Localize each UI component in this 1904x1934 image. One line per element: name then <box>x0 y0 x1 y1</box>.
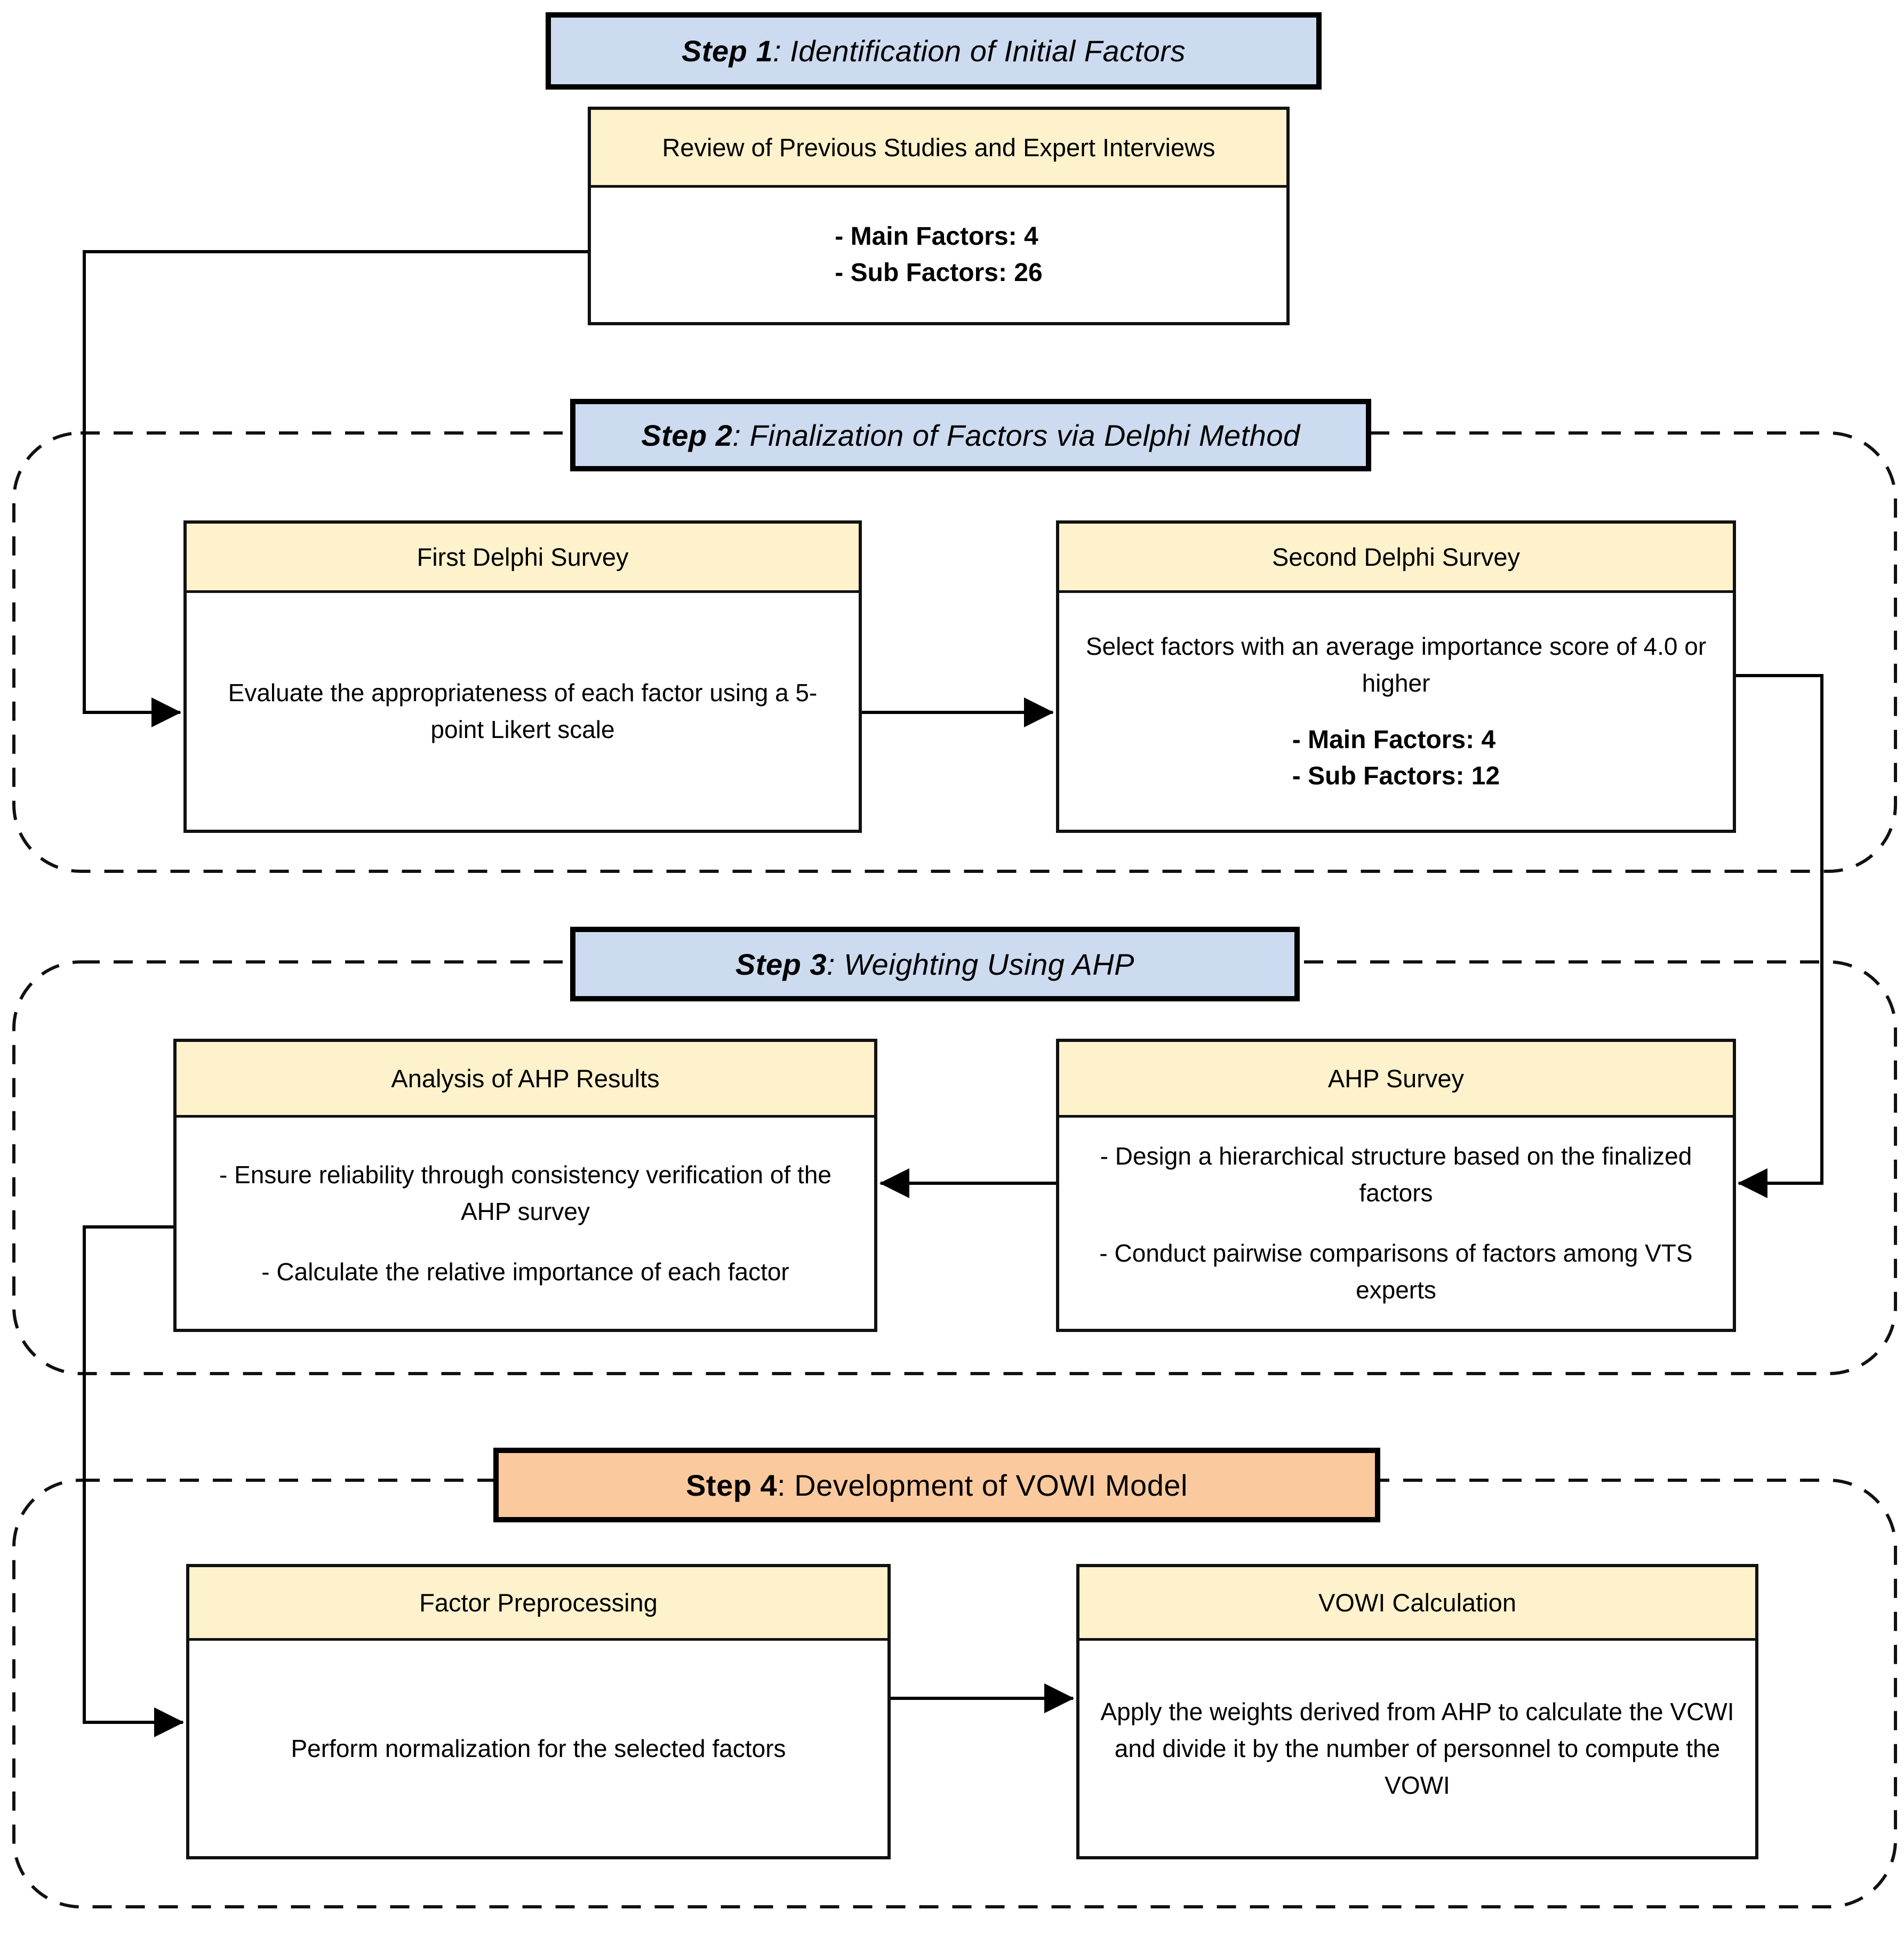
step1-title-text: : Identification of Initial Factors <box>773 34 1186 68</box>
vowi-calculation-text: Apply the weights derived from AHP to ca… <box>1100 1697 1734 1799</box>
step3-title: Step 3: Weighting Using AHP <box>570 927 1300 1001</box>
step4-title-text: : Development of VOWI Model <box>777 1468 1188 1502</box>
first-delphi-text: Evaluate the appropriateness of each fac… <box>228 679 818 743</box>
factor-preprocessing-box: Factor Preprocessing Perform normalizati… <box>186 1564 891 1859</box>
connector-analysis-to-factor-preprocessing <box>83 1225 184 1737</box>
connector-second-delphi-to-ahp-survey <box>1735 674 1823 1198</box>
first-delphi-body: Evaluate the appropriateness of each fac… <box>187 593 859 830</box>
ahp-survey-bullet-1: - Design a hierarchical structure based … <box>1100 1142 1692 1207</box>
step4-title: Step 4: Development of VOWI Model <box>493 1448 1380 1522</box>
vowi-calculation-body: Apply the weights derived from AHP to ca… <box>1079 1641 1755 1856</box>
analysis-ahp-results-header: Analysis of AHP Results <box>177 1042 874 1118</box>
second-delphi-fact-sub: - Sub Factors: 12 <box>1292 762 1500 790</box>
step1-title: Step 1: Identification of Initial Factor… <box>546 12 1322 90</box>
step3-title-text: : Weighting Using AHP <box>827 947 1135 981</box>
analysis-ahp-results-body: - Ensure reliability through consistency… <box>177 1118 874 1329</box>
factor-preprocessing-text: Perform normalization for the selected f… <box>291 1734 786 1762</box>
vowi-calculation-header: VOWI Calculation <box>1079 1567 1755 1641</box>
analysis-bullet-1: - Ensure reliability through consistency… <box>219 1160 831 1225</box>
step2-title: Step 2: Finalization of Factors via Delp… <box>570 399 1371 471</box>
second-delphi-fact-main: - Main Factors: 4 <box>1292 726 1496 754</box>
review-box-header: Review of Previous Studies and Expert In… <box>591 110 1286 188</box>
ahp-survey-bullet-2: - Conduct pairwise comparisons of factor… <box>1099 1239 1693 1304</box>
step2-label: Step 2 <box>641 418 733 452</box>
ahp-survey-body: - Design a hierarchical structure based … <box>1059 1118 1733 1329</box>
step2-title-text: : Finalization of Factors via Delphi Met… <box>732 418 1300 452</box>
connector-review-to-first-delphi <box>83 250 588 727</box>
review-box: Review of Previous Studies and Expert In… <box>588 107 1290 325</box>
factor-preprocessing-header: Factor Preprocessing <box>189 1567 887 1641</box>
review-fact-sub: - Sub Factors: 26 <box>835 259 1043 287</box>
factor-preprocessing-body: Perform normalization for the selected f… <box>189 1641 887 1856</box>
second-delphi-header: Second Delphi Survey <box>1059 524 1733 593</box>
first-delphi-header: First Delphi Survey <box>187 524 859 593</box>
analysis-bullet-2: - Calculate the relative importance of e… <box>261 1257 789 1286</box>
second-delphi-body: Select factors with an average importanc… <box>1059 593 1733 830</box>
ahp-survey-box: AHP Survey - Design a hierarchical struc… <box>1056 1039 1736 1332</box>
step4-label: Step 4 <box>686 1468 778 1502</box>
second-delphi-facts: - Main Factors: 4 - Sub Factors: 12 <box>1292 722 1500 795</box>
ahp-survey-header: AHP Survey <box>1059 1042 1733 1118</box>
review-box-body: - Main Factors: 4 - Sub Factors: 26 <box>591 188 1286 322</box>
step3-label: Step 3 <box>735 947 827 981</box>
review-facts: - Main Factors: 4 - Sub Factors: 26 <box>835 219 1042 291</box>
review-fact-main: - Main Factors: 4 <box>835 222 1038 251</box>
analysis-ahp-results-box: Analysis of AHP Results - Ensure reliabi… <box>173 1039 877 1332</box>
first-delphi-box: First Delphi Survey Evaluate the appropr… <box>183 520 862 833</box>
second-delphi-box: Second Delphi Survey Select factors with… <box>1056 520 1736 833</box>
step1-label: Step 1 <box>682 34 773 68</box>
vowi-calculation-box: VOWI Calculation Apply the weights deriv… <box>1076 1564 1758 1859</box>
second-delphi-text: Select factors with an average importanc… <box>1085 632 1707 697</box>
